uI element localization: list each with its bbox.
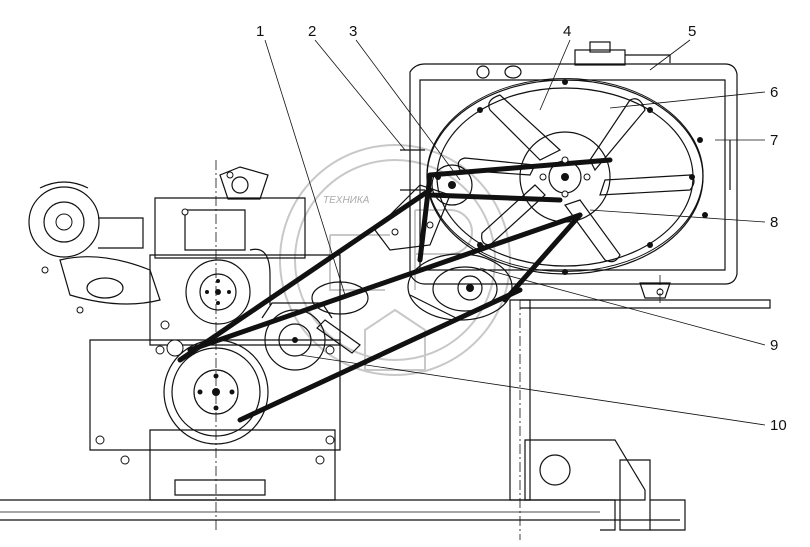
ground-rails (0, 499, 680, 521)
callout-2: 2 (308, 23, 316, 40)
callout-8: 8 (770, 214, 778, 231)
callout-5: 5 (688, 23, 696, 40)
idler-pulley (407, 253, 513, 321)
leader-lines (264, 39, 766, 426)
callout-labels: 1 2 3 4 5 6 7 8 9 10 (256, 23, 787, 434)
callout-4: 4 (563, 23, 571, 40)
fan-hub-pulley (519, 131, 611, 223)
water-pump-pulley (185, 259, 251, 325)
callout-1: 1 (256, 23, 264, 40)
callout-7: 7 (770, 132, 778, 149)
fan-tensioner-bracket (374, 149, 473, 251)
fan-blades (457, 94, 695, 263)
radiator-housing (409, 41, 738, 299)
callout-10: 10 (770, 417, 787, 434)
tension-pulley-small (311, 281, 369, 354)
watermark-text: ТЕХНИКА (323, 195, 370, 206)
engine-block (28, 166, 341, 501)
alternator (166, 302, 333, 371)
callout-6: 6 (770, 84, 778, 101)
callout-9: 9 (770, 337, 778, 354)
crankshaft-pulley (163, 160, 269, 530)
callout-3: 3 (349, 23, 357, 40)
support-frame (509, 275, 771, 540)
